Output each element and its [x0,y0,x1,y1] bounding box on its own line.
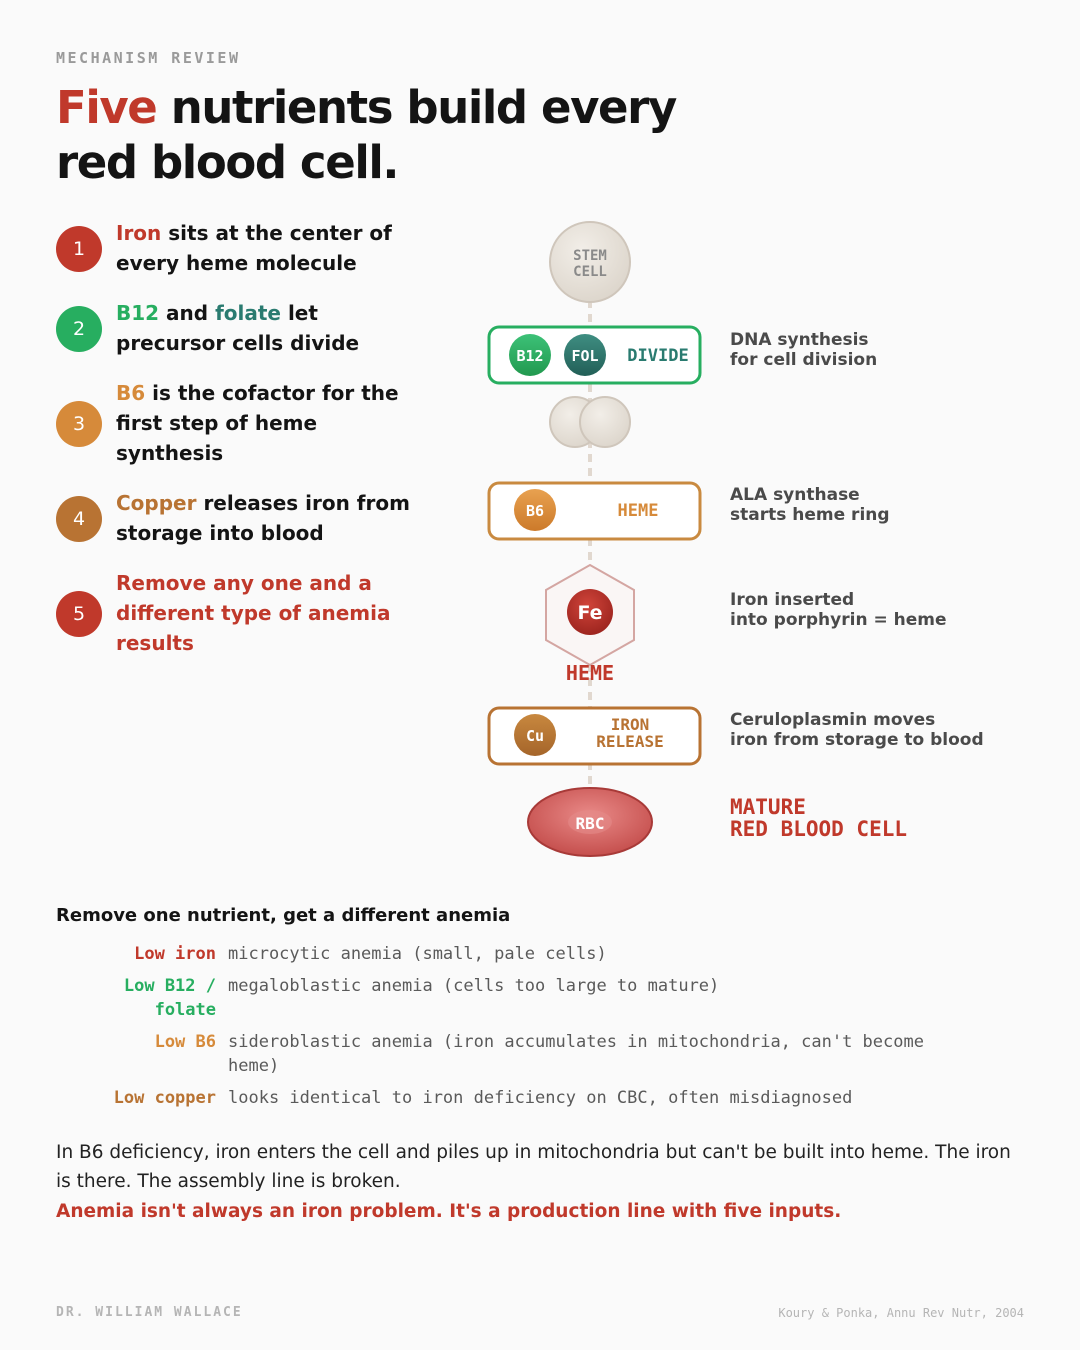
mature-label-line: RED BLOOD CELL [730,817,908,841]
heme-box: B6 HEME [487,481,702,541]
cause-line: Low copper [113,1088,216,1108]
step-number-badge: 4 [56,496,102,542]
mature-rbc: RBC [527,787,653,857]
side-label-line: DNA synthesis [730,330,869,350]
anemia-row-b12-folate: Low B12 / folate megaloblastic anemia (c… [56,974,1026,1024]
side-label-heme: ALA synthase starts heme ring [730,485,890,525]
cu-token [514,714,556,756]
step-text-part: and [159,301,216,325]
anemia-effect: looks identical to iron deficiency on CB… [228,1086,1008,1110]
heme-label: HEME [566,661,614,685]
mature-label-line: MATURE [730,795,806,819]
eyebrow-label: MECHANISM REVIEW [56,49,241,67]
stem-cell: STEM CELL [549,221,631,303]
step-text-part: folate [215,301,281,325]
footer-citation: Koury & Ponka, Annu Rev Nutr, 2004 [778,1306,1024,1320]
step-text: Remove any one and a different type of a… [116,568,416,658]
anemia-effect: microcytic anemia (small, pale cells) [228,942,1008,966]
step-text-part: Copper [116,491,197,515]
side-label-release: Ceruloplasmin moves iron from storage to… [730,710,984,750]
rbc-label: RBC [576,814,605,833]
stem-cell-label-2: CELL [573,264,607,280]
step-text: B6 is the cofactor for the first step of… [116,378,416,468]
divide-box-label: DIVIDE [627,346,688,366]
summary-emphasis: Anemia isn't always an iron problem. It'… [56,1201,842,1222]
iron-release-label-2: RELEASE [596,732,663,751]
anemia-cause: Low B6 [56,1030,216,1054]
cu-token-label: Cu [526,727,544,745]
b12-token [509,334,551,376]
effect-line: looks identical to iron deficiency on CB… [228,1088,853,1108]
cause-line: Low B12 / [123,976,216,996]
folate-token-label: FOL [571,347,598,365]
anemia-table-title: Remove one nutrient, get a different ane… [56,905,511,926]
anemia-row-b6: Low B6 sideroblastic anemia (iron accumu… [56,1030,1026,1080]
step-text-part: releases iron from storage into blood [116,491,410,545]
folate-token [564,334,606,376]
side-label-line: Ceruloplasmin moves [730,710,936,730]
step-text: Iron sits at the center of every heme mo… [116,218,416,278]
anemia-effect: sideroblastic anemia (iron accumulates i… [228,1030,1008,1078]
anemia-effect: megaloblastic anemia (cells too large to… [228,974,1008,998]
side-label-divide: DNA synthesis for cell division [730,330,877,370]
side-label-line: starts heme ring [730,505,890,525]
anemia-cause: Low B12 / folate [56,974,216,1022]
side-label-iron: Iron inserted into porphyrin = heme [730,590,947,630]
b6-token-label: B6 [526,502,544,520]
title-rest: nutrients build every red blood cell. [56,81,677,189]
cause-line: folate [154,1000,216,1020]
page-title: Five nutrients build every red blood cel… [56,80,696,190]
effect-line: sideroblastic anemia (iron accumulates i… [228,1032,924,1052]
iron-heme-hexagon: Fe HEME [545,563,635,685]
step-number-badge: 2 [56,306,102,352]
iron-release-label-1: IRON [611,715,650,734]
summary-paragraph: In B6 deficiency, iron enters the cell a… [56,1142,1011,1192]
b6-token [514,489,556,531]
step-text-part: B6 [116,381,146,405]
step-number-badge: 1 [56,226,102,272]
footer-author: DR. WILLIAM WALLACE [56,1305,243,1320]
step-text: Copper releases iron from storage into b… [116,488,416,548]
effect-line: microcytic anemia (small, pale cells) [228,944,607,964]
step-text-part: B12 [116,301,160,325]
step-text-part: is the cofactor for the first step of he… [116,381,399,465]
dividing-cells [549,396,631,448]
step-number-badge: 5 [56,591,102,637]
heme-box-label: HEME [618,501,659,521]
step-text-part: Iron [116,221,162,245]
step-text-part: let precursor cells divide [116,301,360,355]
step-text-part: sits at the center of every heme molecul… [116,221,392,275]
iron-release-box: Cu IRON RELEASE [487,706,702,766]
erythropoiesis-diagram: STEM CELL B12 FOL DIVIDE B6 HEME Fe HEME… [487,221,702,857]
anemia-row-copper: Low copper looks identical to iron defic… [56,1086,1026,1112]
title-highlight: Five [56,81,158,134]
divide-box: B12 FOL DIVIDE [487,325,702,385]
side-label-line: for cell division [730,350,878,370]
step-text-part: Remove any one and a different type of a… [116,571,391,655]
anemia-cause: Low copper [56,1086,216,1110]
side-label-line: iron from storage to blood [730,730,984,750]
effect-line: megaloblastic anemia (cells too large to… [228,976,720,996]
side-label-line: ALA synthase [730,485,860,505]
side-label-line: Iron inserted [730,590,855,610]
effect-line: heme) [228,1056,280,1076]
fe-token-label: Fe [577,602,602,624]
step-text: B12 and folate let precursor cells divid… [116,298,416,358]
cause-line: Low iron [134,944,216,964]
step-number-badge: 3 [56,401,102,447]
side-label-line: into porphyrin = heme [730,610,947,630]
anemia-row-iron: Low iron microcytic anemia (small, pale … [56,942,1026,968]
stem-cell-label-1: STEM [573,248,607,264]
anemia-cause: Low iron [56,942,216,966]
fe-token [567,589,613,635]
cause-line: Low B6 [154,1032,216,1052]
b12-token-label: B12 [516,347,543,365]
mature-rbc-label: MATURE RED BLOOD CELL [730,796,907,840]
